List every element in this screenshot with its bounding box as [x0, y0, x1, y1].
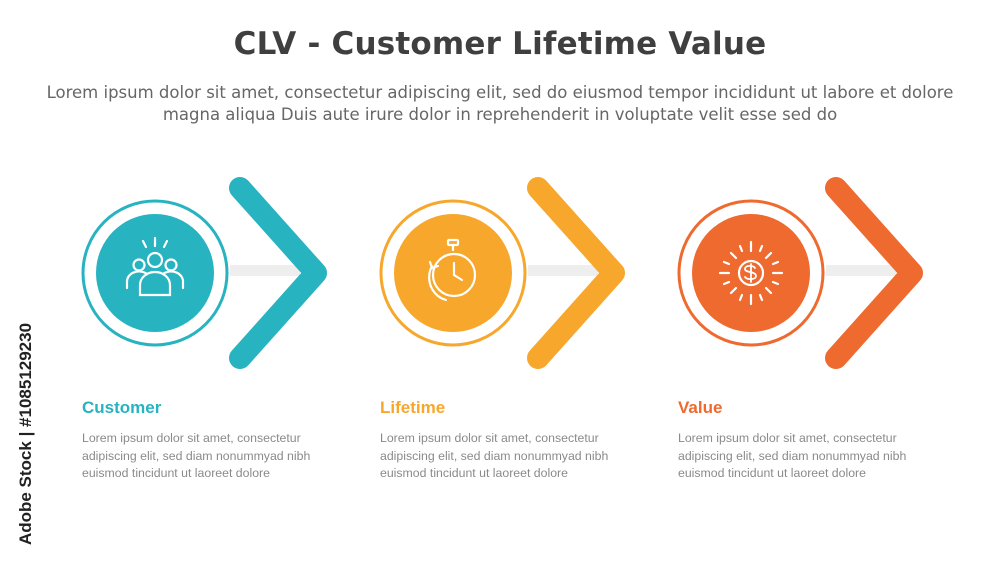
step-graphic [379, 177, 625, 369]
people-group-icon [125, 236, 185, 297]
chevron-arrow [825, 177, 923, 369]
step-value: Value Lorem ipsum dolor sit amet, consec… [676, 0, 976, 563]
step-description: Lorem ipsum dolor sit amet, consectetur … [678, 431, 907, 480]
watermark-text: Adobe Stock | #1085129230 [16, 322, 35, 546]
chevron-arrow [527, 177, 625, 369]
connector-bar [528, 265, 598, 276]
dollar-coin-icon [718, 240, 784, 306]
connector-bar [826, 265, 896, 276]
step-description: Lorem ipsum dolor sit amet, consectetur … [82, 431, 311, 480]
step-lifetime: Lifetime Lorem ipsum dolor sit amet, con… [378, 0, 678, 563]
step-graphic [81, 177, 327, 369]
step-label: Customer [82, 398, 162, 417]
connector-bar [230, 265, 300, 276]
step-label: Value [678, 398, 723, 417]
chevron-arrow [229, 177, 327, 369]
stock-watermark: Adobe Stock | #1085129230 [14, 318, 38, 550]
step-graphic [677, 177, 923, 369]
stopwatch-cycle-icon [428, 238, 477, 302]
page-title: CLV - Customer Lifetime Value [233, 26, 767, 62]
page-subtitle: Lorem ipsum dolor sit amet, consectetur … [46, 83, 954, 124]
step-description: Lorem ipsum dolor sit amet, consectetur … [380, 431, 609, 480]
step-label: Lifetime [380, 398, 446, 417]
step-customer: Customer Lorem ipsum dolor sit amet, con… [80, 0, 380, 563]
